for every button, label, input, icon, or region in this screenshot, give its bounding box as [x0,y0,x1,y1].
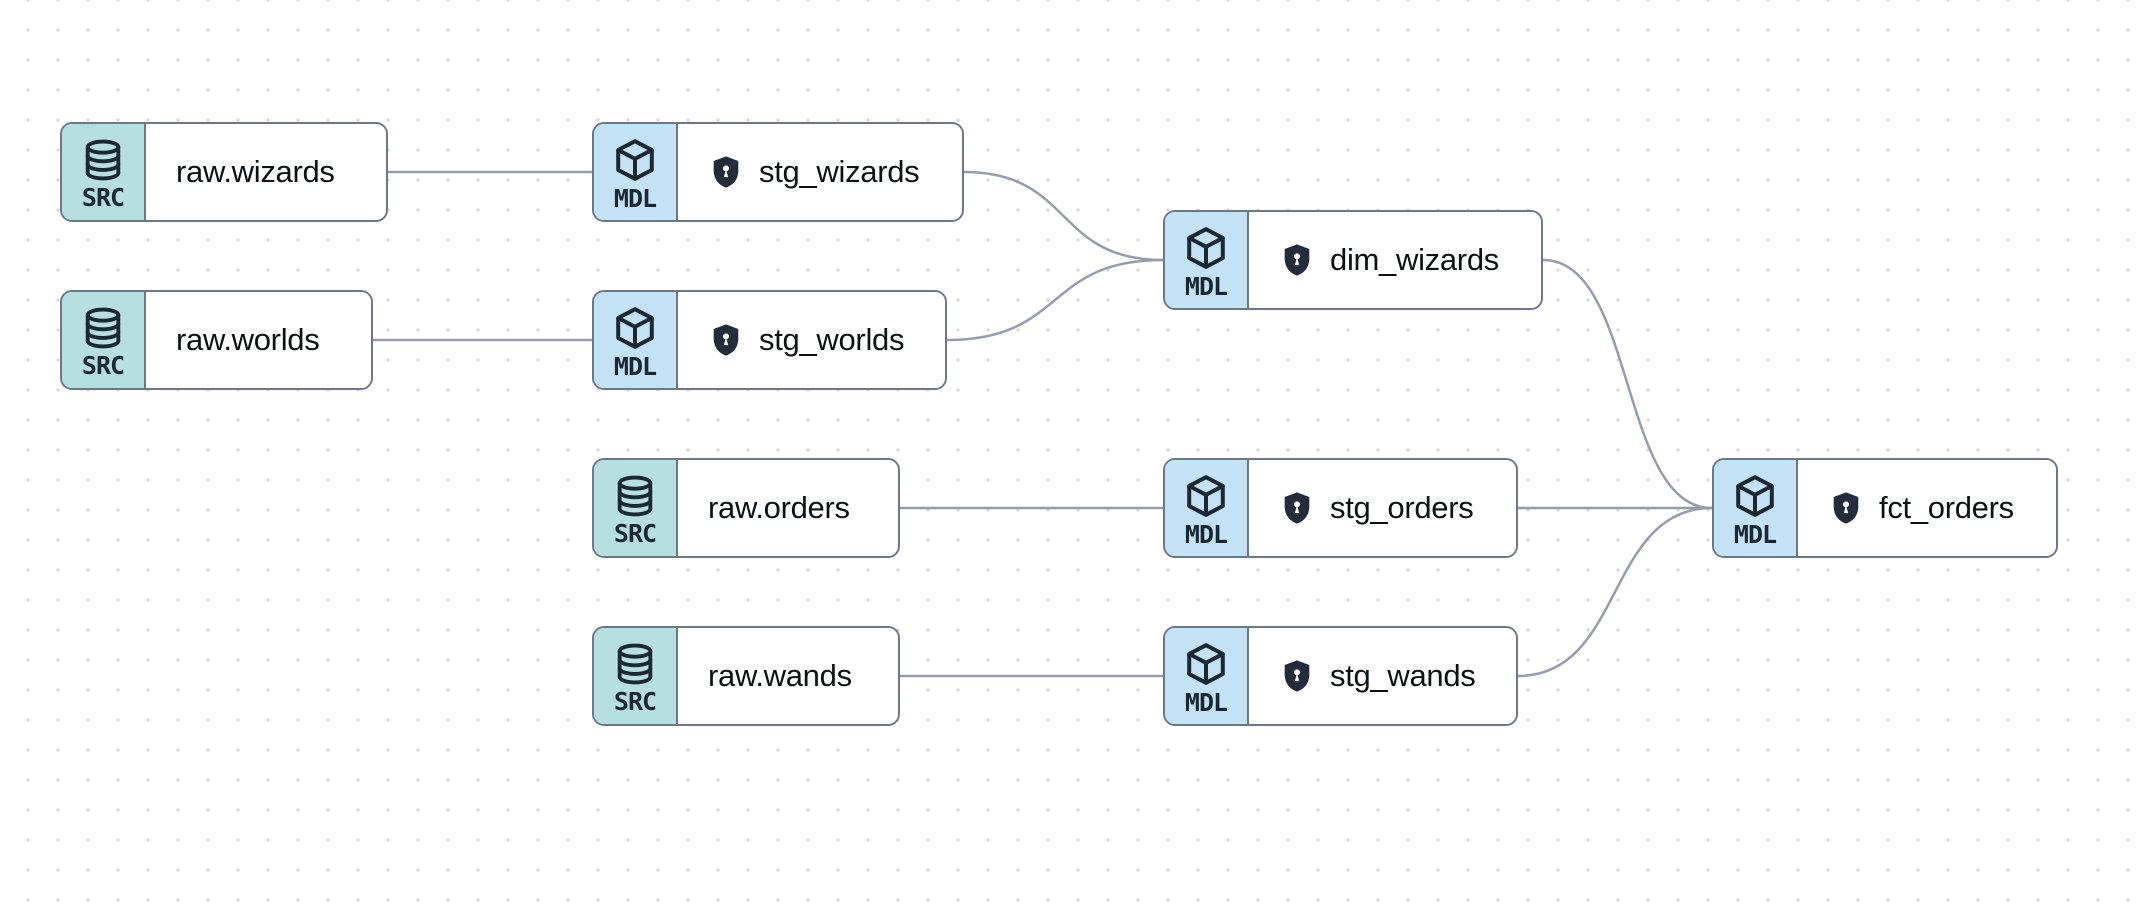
lineage-node-raw_orders[interactable]: SRC raw.orders [592,458,900,558]
node-title: stg_wizards [759,154,920,189]
node-type-label: SRC [81,350,125,380]
node-body: stg_wizards [678,124,962,220]
shield-lock-icon [713,324,739,356]
node-title: stg_wands [1330,658,1476,693]
node-type-badge: MDL [594,292,678,388]
lineage-node-stg_worlds[interactable]: MDL stg_worlds [592,290,947,390]
node-type-label: MDL [613,351,657,381]
node-type-badge: SRC [62,124,146,220]
node-type-badge: MDL [1165,212,1249,308]
node-type-badge: SRC [594,628,678,724]
node-title: stg_orders [1330,490,1474,525]
node-body: stg_wands [1249,628,1516,724]
lineage-node-raw_wizards[interactable]: SRC raw.wizards [60,122,388,222]
node-body: raw.worlds [146,292,371,388]
node-body: fct_orders [1798,460,2056,556]
database-icon [617,475,653,516]
shield-lock-icon [1284,244,1310,276]
node-body: raw.wizards [146,124,386,220]
node-title: fct_orders [1879,490,2014,525]
node-type-badge: MDL [594,124,678,220]
shield-lock-icon [713,156,739,188]
node-title: raw.wands [708,658,852,693]
cube-icon [616,306,654,349]
shield-lock-icon [1833,492,1859,524]
cube-icon [1736,474,1774,517]
node-type-label: SRC [81,182,125,212]
node-type-badge: MDL [1714,460,1798,556]
edge-stg_wizards-dim_wizards [962,170,1165,262]
node-type-label: MDL [1184,271,1228,301]
edge-stg_wands-fct_orders [1516,506,1714,678]
lineage-node-raw_worlds[interactable]: SRC raw.worlds [60,290,373,390]
node-body: dim_wizards [1249,212,1541,308]
node-title: raw.orders [708,490,850,525]
database-icon [617,643,653,684]
node-title: stg_worlds [759,322,905,357]
lineage-node-stg_orders[interactable]: MDL stg_orders [1163,458,1518,558]
node-body: raw.wands [678,628,898,724]
node-body: stg_worlds [678,292,945,388]
cube-icon [1187,474,1225,517]
lineage-node-fct_orders[interactable]: MDL fct_orders [1712,458,2058,558]
shield-lock-icon [1284,660,1310,692]
node-type-label: MDL [1184,519,1228,549]
node-type-label: MDL [1184,687,1228,717]
node-title: dim_wizards [1330,242,1499,277]
edge-stg_worlds-dim_wizards [945,258,1165,342]
database-icon [85,139,121,180]
node-type-badge: SRC [62,292,146,388]
node-type-badge: MDL [1165,460,1249,556]
node-type-label: SRC [613,518,657,548]
cube-icon [1187,226,1225,269]
lineage-node-dim_wizards[interactable]: MDL dim_wizards [1163,210,1543,310]
node-body: stg_orders [1249,460,1516,556]
lineage-node-stg_wands[interactable]: MDL stg_wands [1163,626,1518,726]
shield-lock-icon [1284,492,1310,524]
lineage-node-raw_wands[interactable]: SRC raw.wands [592,626,900,726]
node-title: raw.wizards [176,154,335,189]
node-type-badge: MDL [1165,628,1249,724]
cube-icon [1187,642,1225,685]
lineage-node-stg_wizards[interactable]: MDL stg_wizards [592,122,964,222]
cube-icon [616,138,654,181]
node-title: raw.worlds [176,322,320,357]
node-type-label: MDL [1733,519,1777,549]
node-type-label: MDL [613,183,657,213]
node-type-label: SRC [613,686,657,716]
node-body: raw.orders [678,460,898,556]
node-type-badge: SRC [594,460,678,556]
edge-dim_wizards-fct_orders [1541,258,1714,510]
database-icon [85,307,121,348]
